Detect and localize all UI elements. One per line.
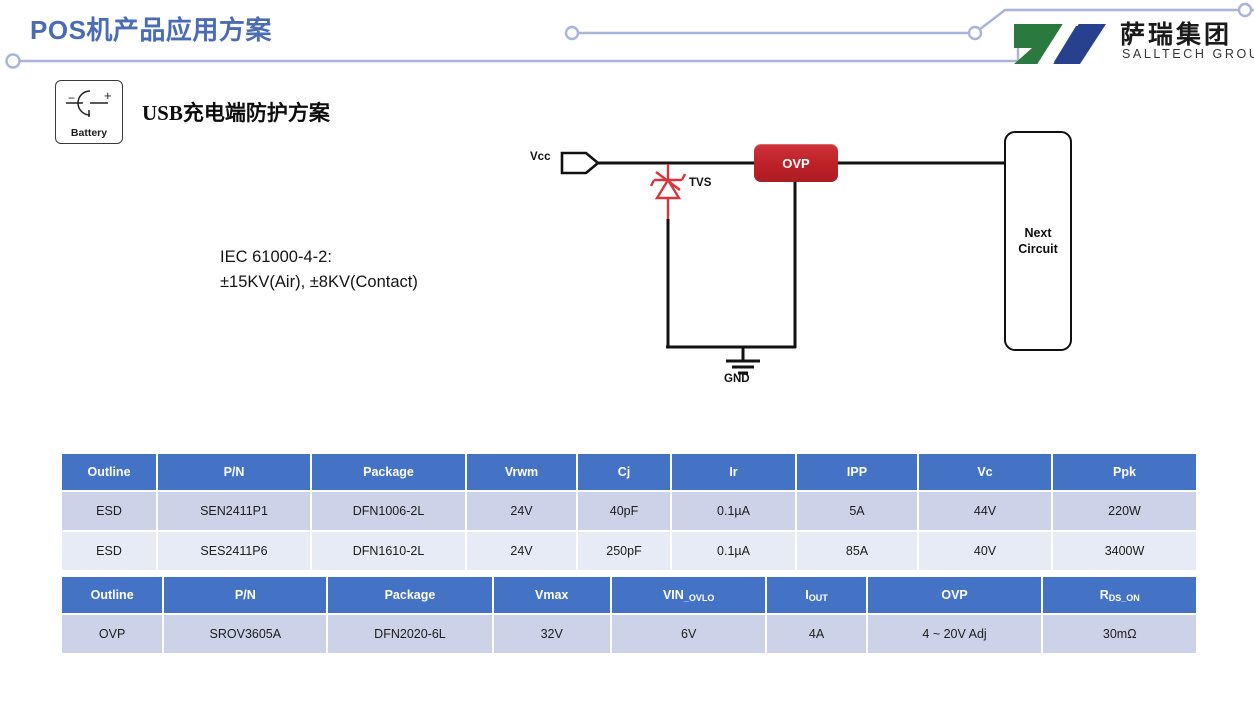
cell-rds-on: 30mΩ	[1042, 613, 1196, 653]
battery-icon: − +	[66, 88, 112, 117]
cell-iout: 4A	[766, 613, 868, 653]
cell-ir: 0.1µA	[671, 530, 797, 570]
esd-spec-note: IEC 61000-4-2: ±15KV(Air), ±8KV(Contact)	[220, 245, 418, 295]
cell-vrwm: 24V	[466, 490, 578, 531]
next-circuit-block: Next Circuit	[1004, 131, 1072, 351]
col-header-vmax: Vmax	[492, 577, 612, 614]
logo-chinese-name: 萨瑞集团	[1120, 21, 1233, 49]
col-header-ppk: Ppk	[1052, 454, 1196, 491]
table-header-row: Outline P/N Package Vmax VIN_OVLO IOUT O…	[62, 577, 1196, 614]
col-header-outline: Outline	[62, 454, 158, 491]
cell-pn: SROV3605A	[163, 613, 329, 653]
cell-package: DFN1006-2L	[311, 490, 467, 531]
col-header-vin-base: VIN	[662, 588, 684, 602]
vcc-label: Vcc	[530, 151, 551, 163]
col-header-iout: IOUT	[766, 577, 868, 614]
col-header-ir: Ir	[671, 454, 797, 491]
col-header-vc: Vc	[918, 454, 1053, 491]
col-header-pn: P/N	[163, 577, 329, 614]
cell-ir: 0.1µA	[671, 490, 797, 531]
cell-outline: OVP	[62, 613, 165, 653]
cell-ovp: 4 ~ 20V Adj	[866, 613, 1044, 653]
col-header-package: Package	[327, 577, 494, 614]
battery-caption: Battery	[70, 127, 108, 139]
cell-cj: 250pF	[577, 530, 672, 570]
cell-outline: ESD	[62, 530, 158, 570]
section-heading: USB充电端防护方案	[142, 101, 330, 125]
cell-vmax: 32V	[492, 613, 612, 653]
col-header-ipp: IPP	[796, 454, 919, 491]
col-header-ovp: OVP	[866, 577, 1044, 614]
company-logo: 萨瑞集团 SALLTECH GROUP	[1010, 16, 1254, 72]
esd-spec-line2: ±15KV(Air), ±8KV(Contact)	[220, 273, 418, 291]
cell-vc: 44V	[918, 490, 1053, 531]
tvs-label: TVS	[689, 177, 712, 189]
table-row: ESD SEN2411P1 DFN1006-2L 24V 40pF 0.1µA …	[62, 490, 1196, 531]
cell-ppk: 220W	[1052, 490, 1196, 531]
col-header-rds-sub: DS_ON	[1108, 592, 1140, 603]
battery-badge: − + Battery	[55, 80, 123, 144]
cell-ipp: 5A	[796, 490, 919, 531]
cell-vrwm: 24V	[466, 530, 578, 570]
col-header-outline: Outline	[62, 577, 165, 614]
ovp-spec-table: Outline P/N Package Vmax VIN_OVLO IOUT O…	[62, 577, 1196, 653]
esd-spec-table: Outline P/N Package Vrwm Cj Ir IPP Vc Pp…	[62, 454, 1196, 570]
svg-text:+: +	[104, 88, 112, 103]
table-header-row: Outline P/N Package Vrwm Cj Ir IPP Vc Pp…	[62, 454, 1196, 491]
col-header-iout-sub: OUT	[808, 592, 828, 603]
table-row: ESD SES2411P6 DFN1610-2L 24V 250pF 0.1µA…	[62, 530, 1196, 570]
col-header-rds-on: RDS_ON	[1042, 577, 1196, 614]
col-header-package: Package	[311, 454, 467, 491]
esd-spec-line1: IEC 61000-4-2:	[220, 248, 332, 266]
cell-package: DFN2020-6L	[327, 613, 494, 653]
logo-english-name: SALLTECH GROUP	[1122, 47, 1254, 61]
circuit-wires	[560, 151, 1012, 375]
cell-vin-ovlo: 6V	[610, 613, 768, 653]
col-header-rds-base: R	[1099, 588, 1109, 602]
page-title: POS机产品应用方案	[30, 15, 272, 45]
gnd-label: GND	[724, 373, 750, 385]
cell-outline: ESD	[62, 490, 158, 531]
cell-cj: 40pF	[577, 490, 672, 531]
cell-ppk: 3400W	[1052, 530, 1196, 570]
col-header-pn: P/N	[157, 454, 312, 491]
cell-pn: SES2411P6	[157, 530, 312, 570]
table-row: OVP SROV3605A DFN2020-6L 32V 6V 4A 4 ~ 2…	[62, 613, 1196, 653]
col-header-vin-ovlo: VIN_OVLO	[610, 577, 768, 614]
col-header-iout-base: I	[805, 588, 809, 602]
cell-vc: 40V	[918, 530, 1053, 570]
cell-pn: SEN2411P1	[157, 490, 312, 531]
circuit-diagram: Vcc TVS GND OVP Next Circuit	[500, 120, 1120, 410]
svg-text:−: −	[68, 91, 75, 105]
col-header-cj: Cj	[577, 454, 672, 491]
ovp-block[interactable]: OVP	[754, 144, 838, 182]
col-header-vrwm: Vrwm	[466, 454, 578, 491]
col-header-vin-sub: _OVLO	[683, 592, 715, 603]
cell-ipp: 85A	[796, 530, 919, 570]
logo-mark-icon	[1014, 22, 1106, 66]
cell-package: DFN1610-2L	[311, 530, 467, 570]
